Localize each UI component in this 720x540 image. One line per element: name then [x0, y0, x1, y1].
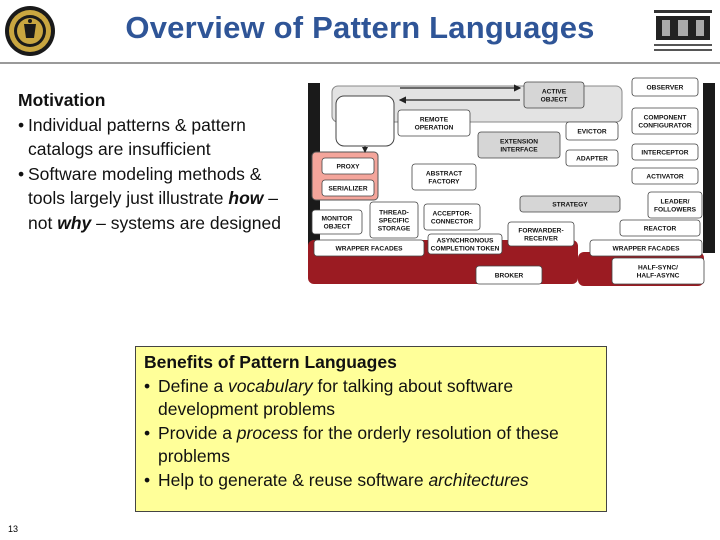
pattern-label: EXTENSION: [500, 139, 538, 146]
motivation-heading: Motivation: [18, 90, 106, 110]
pattern-label: THREAD-: [379, 210, 409, 217]
benefits-bullet: • Help to generate & reuse software arch…: [144, 469, 598, 493]
pattern-label: ADAPTER: [576, 156, 608, 163]
pattern-label: RECEIVER: [524, 236, 558, 243]
pattern-label: CONNECTOR: [431, 219, 474, 226]
pattern-label: WRAPPER FACADES: [612, 246, 680, 253]
pattern-box-leader-followers: LEADER/FOLLOWERS: [647, 191, 703, 219]
motivation-bullet-text: Individual patterns & pattern catalogs a…: [28, 114, 246, 160]
pattern-label: OBSERVER: [647, 85, 684, 92]
pattern-label: FORWARDER-: [518, 228, 563, 235]
institute-logo-icon: [650, 8, 716, 54]
pattern-label: STRATEGY: [552, 202, 588, 209]
pattern-box-interceptor: INTERCEPTOR: [631, 143, 699, 161]
benefits-bullet: • Define a vocabulary for talking about …: [144, 375, 598, 422]
pattern-label: OBJECT: [541, 97, 568, 104]
emphasis-how: how: [228, 188, 264, 208]
pattern-label: INTERCEPTOR: [641, 150, 688, 157]
bullet-dot: •: [144, 375, 151, 396]
pattern-label: ACCEPTOR-: [432, 211, 471, 218]
pattern-label: MONITOR: [321, 216, 352, 223]
frame-right-bar: [703, 83, 715, 253]
pattern-label: HALF-SYNC/: [638, 265, 678, 272]
page-title: Overview of Pattern Languages: [125, 10, 595, 45]
pattern-box-activator: ACTIVATOR: [631, 167, 699, 185]
diagram-blank-node: [335, 95, 395, 147]
university-seal-icon: [4, 4, 56, 58]
pattern-label: EVICTOR: [577, 129, 606, 136]
pattern-box-wrapper-facades-right: WRAPPER FACADES: [589, 239, 703, 257]
pattern-label: OBJECT: [324, 224, 351, 231]
page-number: 13: [8, 524, 19, 534]
pattern-label: ACTIVATOR: [646, 174, 684, 181]
motivation-bullet: • Software modeling methods & tools larg…: [18, 162, 288, 236]
motivation-section: Motivation • Individual patterns & patte…: [18, 88, 288, 235]
pattern-box-broker: BROKER: [475, 265, 543, 285]
pattern-box-evictor: EVICTOR: [565, 121, 619, 141]
pattern-box-adapter: ADAPTER: [565, 149, 619, 167]
pattern-label: BROKER: [495, 273, 524, 280]
bullet-dot: •: [144, 469, 151, 490]
emphasis-why: why: [57, 212, 92, 233]
motivation-bullet: • Individual patterns & pattern catalogs…: [18, 113, 288, 162]
pattern-label: SPECIFIC: [379, 218, 410, 225]
pattern-label: REMOTE: [420, 117, 449, 124]
pattern-label: OPERATION: [415, 125, 454, 132]
pattern-label: SERIALIZER: [328, 186, 367, 193]
emphasis-architectures: architectures: [428, 469, 529, 490]
pattern-label: STORAGE: [378, 226, 411, 233]
pattern-label: HALF-ASYNC: [637, 273, 680, 280]
bullet-dot: •: [18, 114, 25, 135]
pattern-label: FOLLOWERS: [654, 207, 697, 214]
pattern-label: CONFIGURATOR: [638, 123, 691, 130]
diagram-boxes: ACTIVEOBJECTOBSERVERREMOTEOPERATIONEVICT…: [311, 77, 705, 285]
motivation-bullet-text: Software modeling methods & tools largel…: [28, 163, 281, 233]
pattern-language-diagram: ACTIVEOBJECTOBSERVERREMOTEOPERATIONEVICT…: [308, 77, 715, 286]
pattern-label: COMPONENT: [644, 115, 687, 122]
bullet-dot: •: [144, 422, 151, 443]
pattern-label: ACTIVE: [542, 89, 567, 96]
pattern-label: ABSTRACT: [426, 171, 462, 178]
emphasis-process: process: [236, 422, 299, 443]
pattern-box-observer: OBSERVER: [631, 77, 699, 97]
benefits-heading: Benefits of Pattern Languages: [144, 352, 397, 372]
pattern-label: ASYNCHRONOUS: [437, 238, 494, 245]
pattern-label: INTERFACE: [500, 147, 538, 154]
bullet-dot: •: [18, 163, 25, 184]
pattern-box-wrapper-facades-left: WRAPPER FACADES: [313, 239, 425, 257]
title-divider: [0, 62, 720, 64]
pattern-box-reactor: REACTOR: [619, 219, 701, 237]
pattern-label: COMPLETION TOKEN: [431, 246, 500, 253]
benefits-box: Benefits of Pattern Languages • Define a…: [135, 346, 607, 512]
pattern-label: PROXY: [336, 164, 360, 171]
benefits-bullet: • Provide a process for the orderly reso…: [144, 422, 598, 469]
emphasis-vocabulary: vocabulary: [228, 375, 313, 396]
pattern-label: WRAPPER FACADES: [335, 246, 403, 253]
pattern-box-half-sync-half-async: HALF-SYNC/HALF-ASYNC: [611, 257, 705, 285]
pattern-box-acceptor-connector: ACCEPTOR-CONNECTOR: [423, 203, 481, 231]
pattern-box-forwarder-receiver: FORWARDER-RECEIVER: [507, 221, 575, 247]
pattern-label: LEADER/: [661, 199, 690, 206]
pattern-box-strategy: STRATEGY: [519, 195, 621, 213]
pattern-label: FACTORY: [428, 179, 460, 186]
pattern-box-proxy: PROXY: [321, 157, 375, 175]
pattern-box-serializer: SERIALIZER: [321, 179, 375, 197]
pattern-label: REACTOR: [644, 226, 677, 233]
